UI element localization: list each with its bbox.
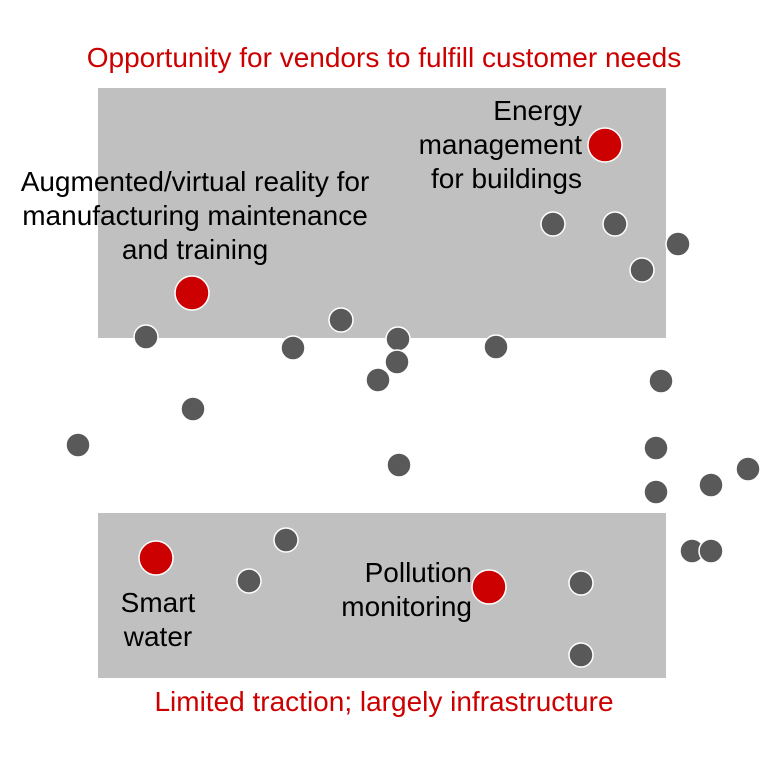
dot bbox=[385, 326, 411, 352]
dot bbox=[735, 456, 761, 482]
label-pollution-monitoring: Pollution monitoring bbox=[308, 556, 472, 624]
dot bbox=[643, 479, 669, 505]
dot bbox=[273, 527, 299, 553]
dot bbox=[648, 368, 674, 394]
dot bbox=[236, 568, 262, 594]
label-line: management bbox=[418, 129, 582, 160]
label-ar-vr: Augmented/virtual reality for manufactur… bbox=[0, 165, 390, 267]
dot-ar-vr bbox=[174, 275, 210, 311]
label-line: monitoring bbox=[341, 591, 472, 622]
dot-pollution-monitoring bbox=[471, 569, 507, 605]
dot bbox=[568, 570, 594, 596]
dot bbox=[384, 349, 410, 375]
dot bbox=[540, 211, 566, 237]
label-energy-management: Energy management for buildings bbox=[400, 94, 582, 196]
label-line: and training bbox=[121, 234, 269, 265]
dot bbox=[65, 432, 91, 458]
bottom-heading: Limited traction; largely infrastructure bbox=[154, 686, 614, 717]
label-line: Smart bbox=[120, 587, 196, 618]
top-heading: Opportunity for vendors to fulfill custo… bbox=[86, 42, 682, 73]
dot bbox=[698, 538, 724, 564]
dot bbox=[643, 435, 669, 461]
dot bbox=[665, 231, 691, 257]
dot bbox=[328, 307, 354, 333]
label-smart-water: Smart water bbox=[108, 586, 208, 654]
label-line: Pollution bbox=[364, 557, 472, 588]
label-line: manufacturing maintenance bbox=[22, 200, 368, 231]
dot bbox=[386, 452, 412, 478]
dot bbox=[568, 642, 594, 668]
dot bbox=[133, 324, 159, 350]
dot bbox=[483, 334, 509, 360]
dot-energy-management bbox=[587, 127, 623, 163]
label-line: Energy bbox=[493, 95, 582, 126]
dot bbox=[280, 335, 306, 361]
dot bbox=[365, 367, 391, 393]
dot bbox=[698, 472, 724, 498]
dot bbox=[602, 211, 628, 237]
label-line: Augmented/virtual reality for bbox=[20, 166, 370, 197]
dot bbox=[629, 257, 655, 283]
label-line: water bbox=[123, 621, 193, 652]
label-line: for buildings bbox=[431, 163, 582, 194]
dot-smart-water bbox=[138, 540, 174, 576]
dot bbox=[180, 396, 206, 422]
